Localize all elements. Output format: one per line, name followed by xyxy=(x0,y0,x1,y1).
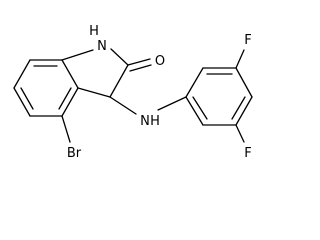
bond xyxy=(61,59,79,89)
carbonyl-bond xyxy=(127,58,151,66)
amine-hydrogen-label: H xyxy=(150,114,160,129)
bond-c4-br xyxy=(61,115,71,143)
chemical-structure-diagram: H N O N H Br F F xyxy=(13,24,253,161)
bond xyxy=(185,67,204,98)
lactam-ring xyxy=(61,48,152,98)
bond-c-f-bottom xyxy=(235,124,245,143)
carbonyl-oxygen-label: O xyxy=(155,54,165,69)
bond xyxy=(185,96,204,126)
double-bond-inner xyxy=(20,87,34,110)
bond xyxy=(77,87,111,98)
benzene-ring-left xyxy=(13,59,79,117)
bromine-label: Br xyxy=(67,146,82,161)
bond xyxy=(13,87,31,117)
fluorine-bottom-label: F xyxy=(244,146,251,161)
bond xyxy=(109,64,129,98)
double-bond-inner xyxy=(231,96,246,120)
bond xyxy=(61,87,79,117)
bond xyxy=(235,67,253,98)
bond-c3-nh xyxy=(109,96,137,115)
bond xyxy=(61,49,94,61)
bond-nh-aryl xyxy=(157,96,187,111)
double-bond-inner xyxy=(192,96,208,120)
bond xyxy=(110,48,129,66)
difluorophenyl-ring xyxy=(185,49,253,143)
carbonyl-bond xyxy=(129,64,152,72)
bond-c-f-top xyxy=(235,49,245,69)
ring-nitrogen-label: N xyxy=(97,39,107,54)
bond xyxy=(13,59,31,89)
bond xyxy=(235,96,253,126)
fluorine-top-label: F xyxy=(244,33,251,48)
double-bond-inner xyxy=(58,87,72,110)
ring-nh-hydrogen-label: H xyxy=(89,24,99,39)
amine-nitrogen-label: N xyxy=(140,114,150,129)
